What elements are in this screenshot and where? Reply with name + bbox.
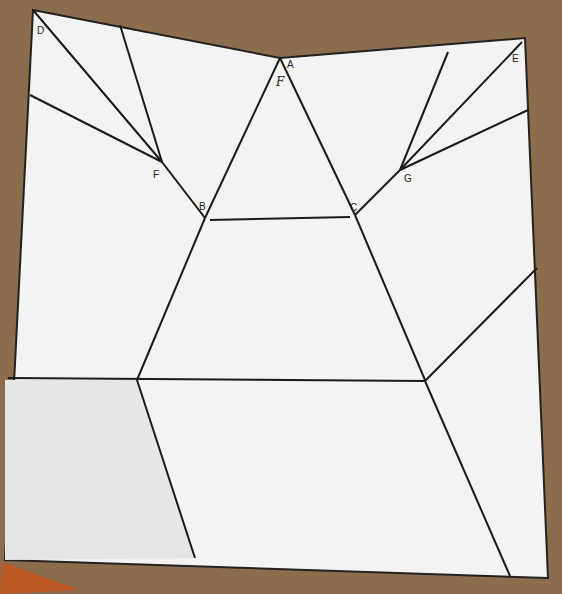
- paper-sheet: [5, 10, 548, 578]
- shaded-panel: [5, 380, 195, 560]
- point-label: B: [199, 202, 206, 212]
- fold-lines: [8, 10, 537, 576]
- point-label: C: [350, 203, 357, 213]
- point-label: A: [287, 60, 294, 70]
- orange-object: [0, 562, 80, 594]
- point-label: D: [37, 26, 44, 36]
- point-label: E: [512, 54, 519, 64]
- point-label: G: [404, 174, 412, 184]
- handwritten-mark: F: [276, 76, 284, 88]
- point-label: F: [153, 170, 159, 180]
